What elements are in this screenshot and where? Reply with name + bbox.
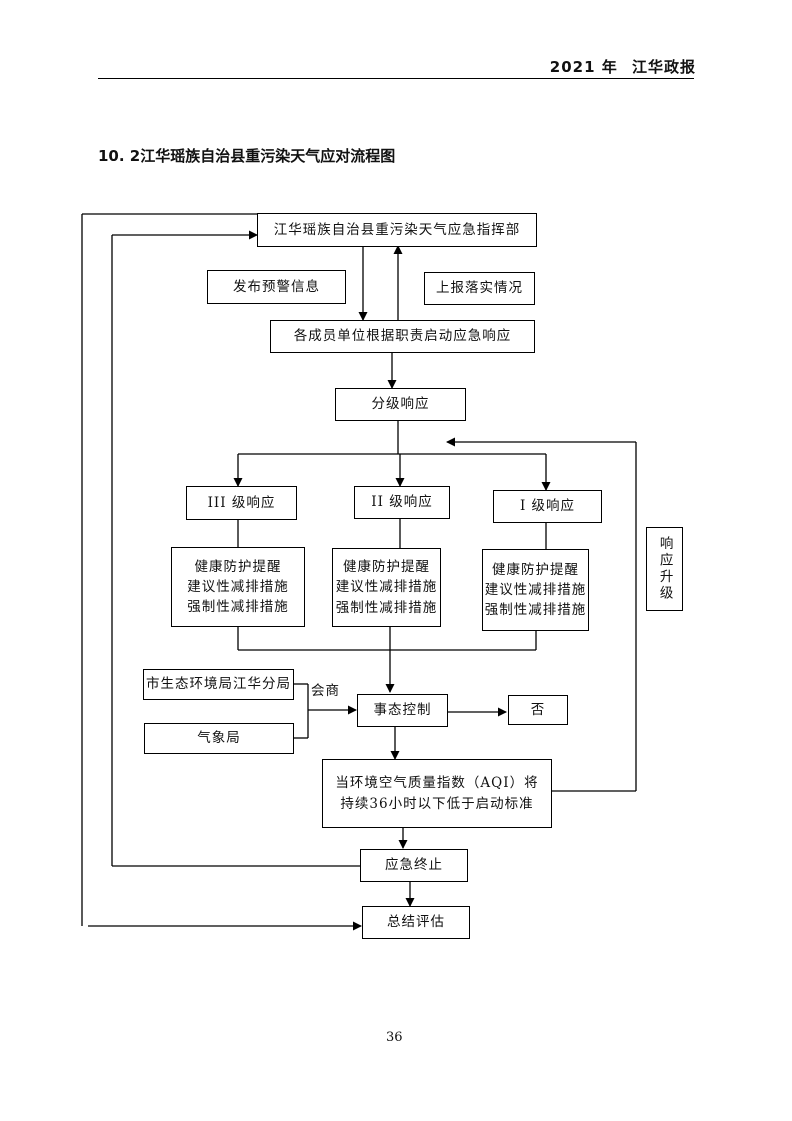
header-year: 2021 年	[549, 58, 618, 76]
report-status-box: 上报落实情况	[424, 272, 535, 305]
level2-response-box: II 级响应	[354, 486, 450, 519]
members-response-box: 各成员单位根据职责启动应急响应	[270, 320, 535, 353]
publish-warning-box: 发布预警信息	[207, 270, 346, 304]
aqi-condition-line-2: 持续36小时以下低于启动标准	[340, 795, 534, 812]
level2-measures-box: 健康防护提醒 建议性减排措施 强制性减排措施	[332, 548, 441, 627]
graded-response-box: 分级响应	[335, 388, 466, 421]
aqi-condition-line-1: 当环境空气质量指数（AQI）将	[335, 775, 539, 792]
measure-advisory-reduction: 建议性减排措施	[484, 581, 587, 598]
consult-label: 会商	[311, 683, 340, 699]
level1-measures-box: 健康防护提醒 建议性减排措施 强制性减排措施	[482, 549, 589, 631]
summary-box: 总结评估	[362, 906, 470, 939]
measure-advisory-reduction: 建议性减排措施	[335, 579, 438, 596]
page-header: 2021 年 江华政报	[542, 56, 696, 77]
section-title: 10. 2江华瑶族自治县重污染天气应对流程图	[98, 147, 396, 165]
weather-bureau-box: 气象局	[144, 723, 294, 754]
header-rule	[98, 78, 694, 79]
level3-measures-box: 健康防护提醒 建议性减排措施 强制性减排措施	[171, 547, 305, 627]
page-number: 36	[386, 1030, 403, 1045]
header-publication: 江华政报	[631, 58, 696, 76]
measure-health-reminder: 健康防护提醒	[492, 561, 579, 578]
eco-bureau-box: 市生态环境局江华分局	[143, 669, 294, 700]
no-box: 否	[508, 695, 568, 725]
measure-health-reminder: 健康防护提醒	[343, 559, 430, 576]
measure-health-reminder: 健康防护提醒	[194, 558, 282, 575]
response-upgrade-box: 响应升级	[646, 527, 683, 611]
measure-mandatory-reduction: 强制性减排措施	[187, 599, 289, 616]
aqi-condition-box: 当环境空气质量指数（AQI）将 持续36小时以下低于启动标准	[322, 759, 552, 828]
measure-mandatory-reduction: 强制性减排措施	[335, 599, 438, 616]
incident-control-box: 事态控制	[357, 694, 448, 727]
level3-response-box: III 级响应	[186, 486, 297, 520]
measure-advisory-reduction: 建议性减排措施	[187, 578, 289, 595]
measure-mandatory-reduction: 强制性减排措施	[484, 602, 587, 619]
termination-box: 应急终止	[360, 849, 468, 882]
level1-response-box: I 级响应	[493, 490, 602, 523]
command-box: 江华瑶族自治县重污染天气应急指挥部	[257, 213, 537, 247]
